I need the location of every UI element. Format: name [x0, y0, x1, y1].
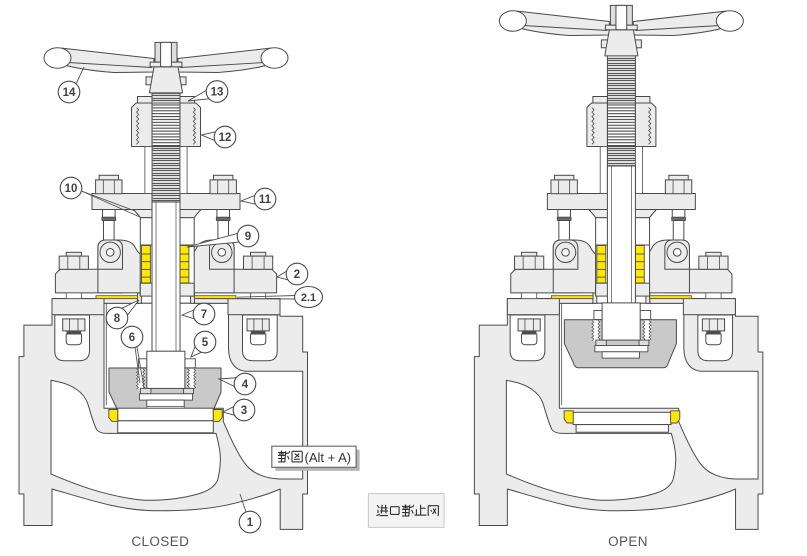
svg-text:2: 2	[294, 269, 300, 281]
svg-text:CLOSED: CLOSED	[131, 534, 189, 549]
svg-text:9: 9	[245, 231, 251, 243]
svg-text:13: 13	[211, 87, 224, 99]
svg-text:11: 11	[259, 194, 272, 206]
svg-text:7: 7	[201, 309, 207, 321]
svg-text:10: 10	[65, 183, 78, 195]
svg-text:4: 4	[242, 379, 249, 391]
svg-text:3: 3	[241, 405, 247, 417]
svg-text:12: 12	[219, 132, 232, 144]
svg-text:5: 5	[202, 337, 209, 349]
svg-text:2.1: 2.1	[301, 292, 316, 304]
svg-text:1: 1	[247, 517, 254, 529]
svg-text:OPEN: OPEN	[608, 534, 648, 549]
svg-text:14: 14	[63, 87, 76, 99]
svg-text:6: 6	[129, 332, 135, 344]
svg-text:8: 8	[114, 313, 121, 325]
svg-text:(Alt + A): (Alt + A)	[305, 450, 352, 465]
